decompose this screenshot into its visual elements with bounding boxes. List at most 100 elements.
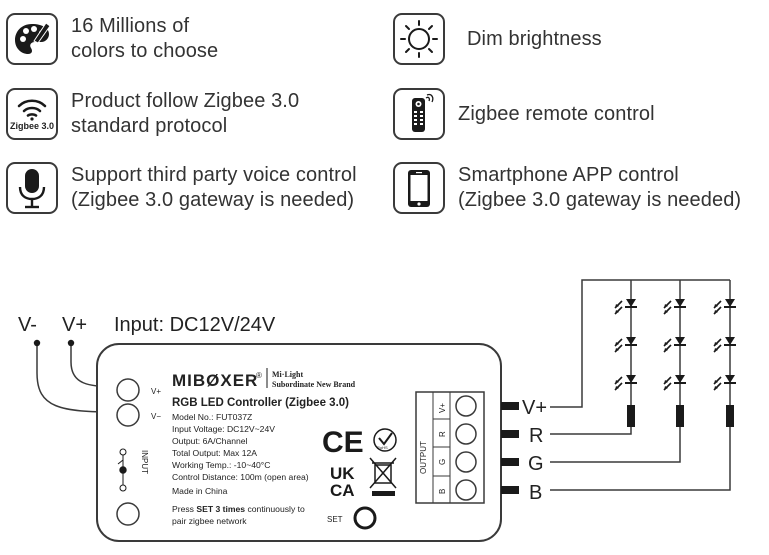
spec-output: Output: 6A/Channel xyxy=(172,436,248,446)
led-strip-green xyxy=(663,296,687,427)
input-vminus-text: V− xyxy=(151,412,161,421)
output-label-b: B xyxy=(529,482,542,504)
pairing-instruction-line-2: pair zigbee network xyxy=(172,516,247,526)
output-terminal-vplus xyxy=(455,395,477,417)
sub-brand-tagline: Subordinate New Brand xyxy=(272,380,356,389)
input-side-label: INPUT xyxy=(140,450,149,474)
rohs-icon: RoHS xyxy=(373,428,397,452)
feature-zigbee-line-1: Product follow Zigbee 3.0 xyxy=(71,90,300,112)
output-term-r-text: R xyxy=(438,431,447,437)
feature-app-text: Smartphone APP control (Zigbee 3.0 gatew… xyxy=(458,163,741,213)
vminus-terminal-dot xyxy=(33,339,41,347)
led-strip-red xyxy=(614,296,638,427)
set-label: SET xyxy=(327,515,343,524)
output-side-label: OUTPUT xyxy=(419,441,428,474)
feature-app-line-2: (Zigbee 3.0 gateway is needed) xyxy=(458,189,742,211)
feature-voice-line-1: Support third party voice control xyxy=(71,164,357,186)
registered-mark: ® xyxy=(256,371,262,380)
spec-working-temp: Working Temp.: -10~40°C xyxy=(172,460,270,470)
feature-dim-line-1: Dim brightness xyxy=(467,27,602,50)
spec-model: Model No.: FUT037Z xyxy=(172,412,252,422)
output-term-vplus-text: V+ xyxy=(438,403,447,413)
input-vplus-text: V+ xyxy=(151,387,161,396)
feature-voice: Support third party voice control (Zigbe… xyxy=(6,162,357,214)
feature-remote: Zigbee remote control xyxy=(393,88,655,140)
input-voltage-label: Input: DC12V/24V xyxy=(114,314,276,336)
feature-voice-text: Support third party voice control (Zigbe… xyxy=(71,163,357,213)
ukca-mark-top: UK xyxy=(330,464,355,483)
ukca-mark-bottom: CA xyxy=(330,481,355,500)
feature-dim: Dim brightness xyxy=(393,13,602,65)
spec-made-in: Made in China xyxy=(172,486,228,496)
zigbee-icon-label: Zigbee 3.0 xyxy=(9,121,54,131)
smartphone-icon xyxy=(393,162,445,214)
resistor-green xyxy=(676,405,684,427)
pairing-pre: Press xyxy=(172,504,196,514)
feature-colors: 16 Millions of colors to choose xyxy=(6,13,218,65)
led-blue-1 xyxy=(713,298,737,315)
output-terminal-g xyxy=(455,451,477,473)
resistor-blue xyxy=(726,405,734,427)
sub-brand-name: Mi·Light xyxy=(272,370,303,379)
led-red-1 xyxy=(614,298,638,315)
weee-bin-icon xyxy=(369,457,397,489)
set-button[interactable] xyxy=(353,506,377,530)
output-term-b-text: B xyxy=(438,489,447,494)
controller-body xyxy=(96,343,502,542)
led-blue-2 xyxy=(713,336,737,353)
spec-input-voltage: Input Voltage: DC12V~24V xyxy=(172,424,275,434)
feature-voice-line-2: (Zigbee 3.0 gateway is needed) xyxy=(71,189,355,211)
input-terminal-vminus xyxy=(116,403,140,427)
feature-colors-text: 16 Millions of colors to choose xyxy=(71,14,218,64)
output-term-g-text: G xyxy=(438,459,447,465)
wifi-icon xyxy=(17,99,47,121)
output-wire-stubs xyxy=(501,402,519,494)
led-green-3 xyxy=(663,374,687,391)
pairing-post: continuously to xyxy=(245,504,305,514)
output-label-r: R xyxy=(529,425,543,447)
palette-icon xyxy=(6,13,58,65)
sun-icon xyxy=(393,13,445,65)
dc-polarity-icon xyxy=(117,448,127,492)
led-strip-blue xyxy=(713,296,737,427)
vplus-label: V+ xyxy=(62,314,87,336)
feature-remote-line-1: Zigbee remote control xyxy=(458,102,655,125)
spec-total-output: Total Output: Max 12A xyxy=(172,448,257,458)
remote-control-icon xyxy=(393,88,445,140)
output-label-vplus: V+ xyxy=(522,397,547,419)
resistor-red xyxy=(627,405,635,427)
pairing-bold: SET 3 times xyxy=(196,504,245,514)
weee-bar xyxy=(372,491,395,496)
rohs-text: RoHS xyxy=(377,445,388,450)
vplus-terminal-dot xyxy=(67,339,75,347)
mount-hole-left xyxy=(116,502,140,526)
feature-app: Smartphone APP control (Zigbee 3.0 gatew… xyxy=(393,162,741,214)
led-red-2 xyxy=(614,336,638,353)
feature-zigbee: Zigbee 3.0 Product follow Zigbee 3.0 sta… xyxy=(6,88,299,140)
feature-remote-text: Zigbee remote control xyxy=(458,102,655,127)
led-green-2 xyxy=(663,336,687,353)
led-green-1 xyxy=(663,298,687,315)
microphone-icon xyxy=(6,162,58,214)
feature-colors-line-1: 16 Millions of xyxy=(71,15,190,37)
feature-app-line-1: Smartphone APP control xyxy=(458,164,679,186)
feature-zigbee-line-2: standard protocol xyxy=(71,115,228,137)
led-blue-3 xyxy=(713,374,737,391)
feature-colors-line-2: colors to choose xyxy=(71,40,219,62)
brand-logo: MIBØXER xyxy=(172,371,258,390)
output-terminal-r xyxy=(455,423,477,445)
feature-dim-text: Dim brightness xyxy=(467,27,602,52)
led-wires xyxy=(550,279,731,491)
vminus-label: V- xyxy=(18,314,37,336)
spec-control-distance: Control Distance: 100m (open area) xyxy=(172,472,309,482)
controller-title: RGB LED Controller (Zigbee 3.0) xyxy=(172,397,349,409)
output-label-g: G xyxy=(528,453,544,475)
input-terminal-vplus xyxy=(116,378,140,402)
pairing-instruction: Press SET 3 times continuously to xyxy=(172,504,305,514)
ce-mark: CE xyxy=(322,426,364,459)
led-red-3 xyxy=(614,374,638,391)
wifi-zigbee-icon: Zigbee 3.0 xyxy=(6,88,58,140)
output-terminal-b xyxy=(455,479,477,501)
feature-zigbee-text: Product follow Zigbee 3.0 standard proto… xyxy=(71,89,299,139)
